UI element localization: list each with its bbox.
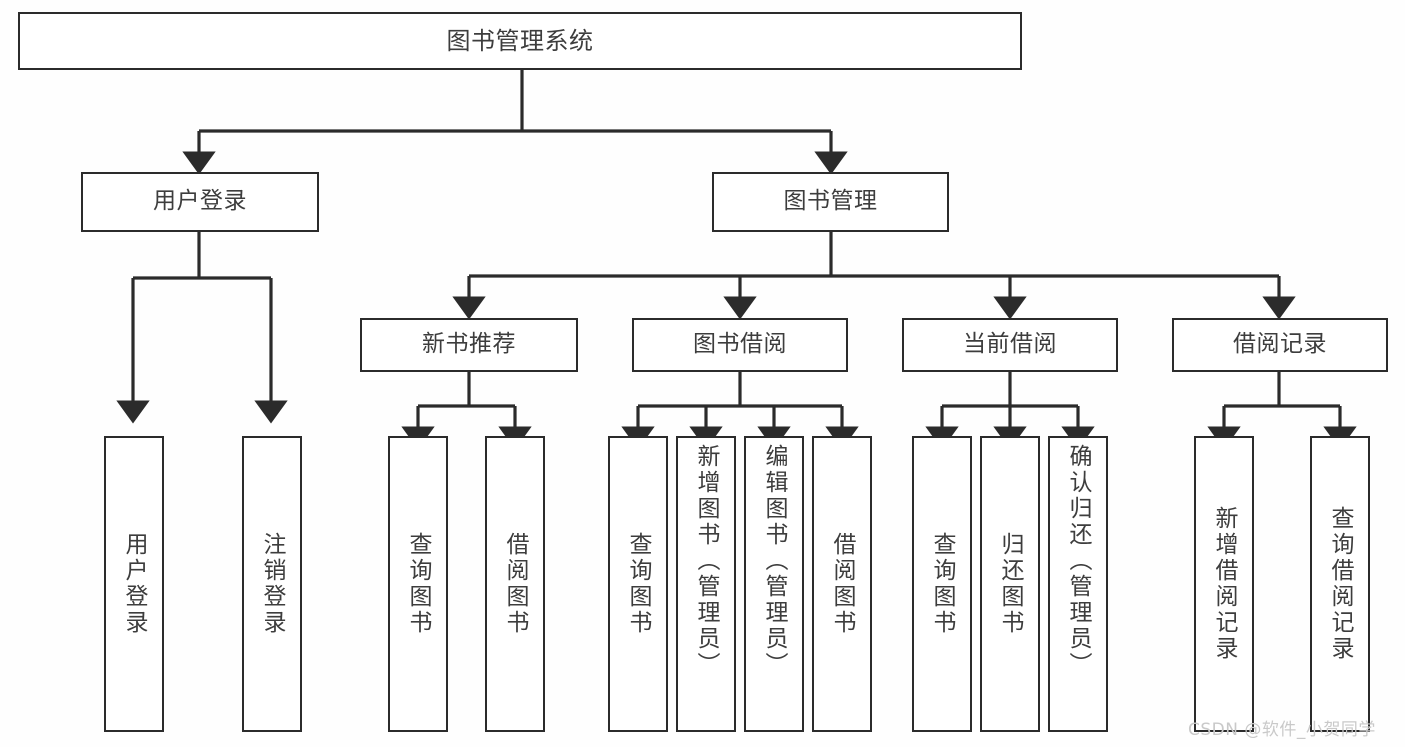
leaf-query-book-recommend[interactable]: 查询图书 — [388, 436, 448, 732]
node-label: 新增图书（管理员） — [693, 444, 720, 678]
leaf-query-borrow-record[interactable]: 查询借阅记录 — [1310, 436, 1370, 732]
csdn-watermark: CSDN @软件_小贺同学 — [1188, 720, 1376, 740]
node-book-management[interactable]: 图书管理 — [712, 172, 949, 232]
leaf-user-login[interactable]: 用户登录 — [104, 436, 164, 732]
leaf-confirm-return-admin[interactable]: 确认归还（管理员） — [1048, 436, 1108, 732]
leaf-add-borrow-record[interactable]: 新增借阅记录 — [1194, 436, 1254, 732]
leaf-return-book[interactable]: 归还图书 — [980, 436, 1040, 732]
leaf-add-book-admin[interactable]: 新增图书（管理员） — [676, 436, 736, 732]
leaf-borrow-book[interactable]: 借阅图书 — [812, 436, 872, 732]
node-label: 图书管理 — [783, 188, 878, 215]
leaf-query-book-current[interactable]: 查询图书 — [912, 436, 972, 732]
node-label: 借阅图书 — [829, 532, 856, 636]
leaf-borrow-book-recommend[interactable]: 借阅图书 — [485, 436, 545, 732]
node-label: 当前借阅 — [963, 331, 1057, 358]
node-label: 注销登录 — [259, 532, 286, 636]
node-label: 归还图书 — [997, 532, 1024, 636]
node-label: 编辑图书（管理员） — [761, 444, 788, 678]
leaf-query-book-borrow[interactable]: 查询图书 — [608, 436, 668, 732]
node-label: 借阅记录 — [1233, 331, 1327, 358]
node-current-borrow[interactable]: 当前借阅 — [902, 318, 1118, 372]
node-label: 查询图书 — [405, 532, 432, 636]
node-label: 图书借阅 — [693, 331, 787, 358]
node-label: 查询图书 — [929, 532, 956, 636]
leaf-edit-book-admin[interactable]: 编辑图书（管理员） — [744, 436, 804, 732]
node-label: 确认归还（管理员） — [1065, 444, 1092, 678]
node-root-system[interactable]: 图书管理系统 — [18, 12, 1022, 70]
node-label: 新书推荐 — [422, 331, 516, 358]
node-label: 图书管理系统 — [446, 26, 594, 55]
node-label: 借阅图书 — [502, 532, 529, 636]
leaf-user-logout[interactable]: 注销登录 — [242, 436, 302, 732]
node-user-login[interactable]: 用户登录 — [81, 172, 319, 232]
node-label: 用户登录 — [121, 532, 148, 636]
node-borrow-records[interactable]: 借阅记录 — [1172, 318, 1388, 372]
node-label: 查询借阅记录 — [1327, 506, 1354, 662]
node-new-book-recommend[interactable]: 新书推荐 — [360, 318, 578, 372]
node-label: 新增借阅记录 — [1211, 506, 1238, 662]
node-label: 查询图书 — [625, 532, 652, 636]
node-label: 用户登录 — [153, 188, 247, 215]
node-book-borrow[interactable]: 图书借阅 — [632, 318, 848, 372]
